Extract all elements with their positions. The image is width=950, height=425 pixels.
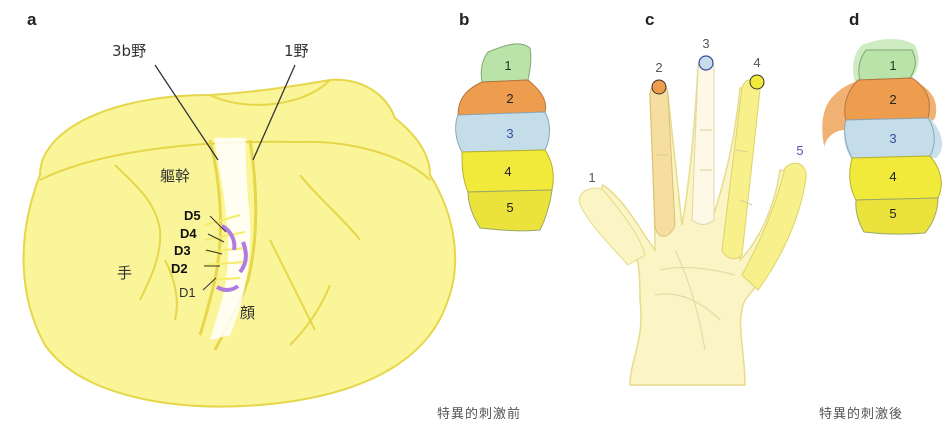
segment-d-1-label: 1 (889, 58, 896, 73)
segment-d-1 (859, 50, 916, 80)
segment-d-4-label: 4 (889, 169, 896, 184)
caption-before: 特異的刺激前 (437, 403, 521, 422)
segment-d-2-label: 2 (889, 92, 896, 107)
segment-d-5 (856, 198, 938, 234)
segment-d-3-label: 3 (889, 131, 896, 146)
segment-d-5-label: 5 (889, 206, 896, 221)
segment-d-2 (845, 78, 930, 120)
caption-after: 特異的刺激後 (819, 403, 903, 422)
